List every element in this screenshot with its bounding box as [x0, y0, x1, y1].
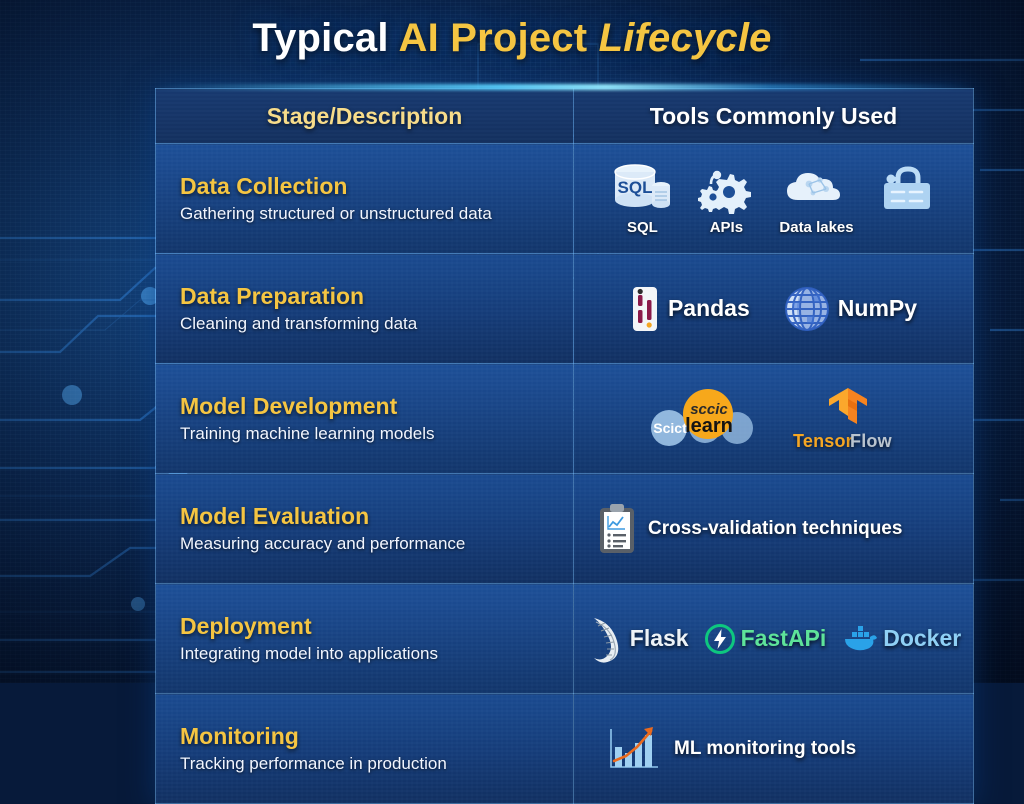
- table-row: Monitoring Tracking performance in produ…: [155, 693, 974, 804]
- clipboard-chart-icon: [600, 503, 634, 553]
- svg-text:learn: learn: [685, 415, 733, 437]
- tools-cell-data-collection: SQL SQL: [573, 143, 974, 254]
- stage-cell-deployment: Deployment Integrating model into applic…: [155, 583, 574, 694]
- tool-label-pandas: Pandas: [667, 295, 750, 321]
- tensorflow-logo-icon: [828, 387, 867, 424]
- tool-label-cross-validation: Cross-validation techniques: [648, 517, 903, 539]
- tool-padlock: [878, 163, 936, 215]
- svg-text:Flow: Flow: [850, 431, 893, 451]
- stage-title: Deployment: [180, 613, 312, 640]
- sql-database-icon: SQL: [614, 163, 671, 208]
- table-row: Model Evaluation Measuring accuracy and …: [155, 473, 974, 584]
- stage-description: Gathering structured or unstructured dat…: [180, 203, 492, 223]
- stage-description: Training machine learning models: [180, 423, 435, 443]
- tool-scikit-learn: Scict sccic learn: [645, 384, 763, 454]
- table-header-row: Stage/Description Tools Commonly Used: [155, 88, 974, 144]
- tool-tensorflow: Tensor Flow: [793, 386, 903, 452]
- tool-label-sql: SQL: [626, 218, 658, 236]
- page-title: Typical AI Project Lifecycle: [0, 16, 1024, 61]
- scikit-learn-logo-icon: Scict sccic learn: [650, 388, 753, 446]
- pandas-logo-icon: [632, 286, 657, 331]
- tool-label-apis: APIs: [709, 218, 744, 236]
- table-row: Deployment Integrating model into applic…: [155, 583, 974, 694]
- stage-title: Monitoring: [180, 723, 299, 750]
- tool-numpy: NumPy: [784, 286, 917, 332]
- svg-text:Scict: Scict: [653, 420, 687, 436]
- tool-label-docker: Docker: [883, 625, 962, 651]
- tensorflow-wordmark-icon: Tensor Flow: [793, 431, 893, 451]
- stage-cell-monitoring: Monitoring Tracking performance in produ…: [155, 693, 574, 804]
- tool-fastapi: FastAPi: [704, 623, 827, 654]
- stage-title: Data Collection: [180, 173, 348, 200]
- stage-cell-model-development: Model Development Training machine learn…: [155, 363, 574, 474]
- tool-pandas: Pandas: [630, 286, 750, 332]
- tool-docker: Docker: [842, 624, 961, 654]
- tool-label-numpy: NumPy: [837, 295, 918, 321]
- flask-logo-icon: [593, 617, 619, 663]
- tool-label-data-lakes: Data lakes: [779, 218, 854, 236]
- table-top-glow: [153, 84, 975, 90]
- stage-description: Integrating model into applications: [180, 643, 438, 663]
- lifecycle-table-wrapper: Stage/Description Tools Commonly Used Da…: [153, 84, 975, 804]
- tools-cell-deployment: Flask FastAPi: [573, 583, 974, 694]
- table-row: Data Preparation Cleaning and transformi…: [155, 253, 974, 364]
- stage-description: Measuring accuracy and performance: [180, 533, 466, 553]
- bar-chart-trend-icon: [610, 726, 658, 768]
- svg-text:SQL: SQL: [618, 178, 653, 197]
- header-tools-commonly-used: Tools Commonly Used: [573, 88, 974, 144]
- fastapi-logo-icon: [704, 623, 735, 654]
- tool-apis: APIs: [697, 162, 755, 236]
- stage-cell-data-preparation: Data Preparation Cleaning and transformi…: [155, 253, 574, 364]
- stage-cell-data-collection: Data Collection Gathering structured or …: [155, 143, 574, 254]
- padlock-icon: [883, 165, 930, 209]
- tools-cell-data-preparation: Pandas: [573, 253, 974, 364]
- stage-description: Cleaning and transforming data: [180, 313, 418, 333]
- tool-data-lakes: Data lakes: [779, 162, 854, 236]
- data-lake-cloud-icon: [786, 172, 840, 200]
- tools-cell-model-development: Scict sccic learn: [573, 363, 974, 474]
- svg-text:sccic: sccic: [690, 401, 728, 418]
- tool-sql: SQL SQL: [611, 162, 673, 236]
- stage-description: Tracking performance in production: [180, 753, 447, 773]
- stage-title: Model Evaluation: [180, 503, 370, 530]
- tools-cell-monitoring: ML monitoring tools: [573, 693, 974, 804]
- docker-whale-icon: [845, 625, 878, 650]
- gears-icon: [698, 170, 752, 214]
- tool-label-fastapi: FastAPi: [740, 625, 827, 651]
- table-row: Data Collection Gathering structured or …: [155, 143, 974, 254]
- header-stage-description: Stage/Description: [155, 88, 574, 144]
- title-part-ai-project: AI Project: [398, 16, 599, 60]
- title-part-typical: Typical: [252, 16, 399, 60]
- title-part-lifecycle: Lifecycle: [598, 16, 772, 60]
- svg-text:Tensor: Tensor: [793, 431, 853, 451]
- numpy-logo-icon: [784, 286, 829, 331]
- stage-cell-model-evaluation: Model Evaluation Measuring accuracy and …: [155, 473, 574, 584]
- stage-title: Data Preparation: [180, 283, 365, 310]
- tool-label-ml-monitoring: ML monitoring tools: [674, 737, 857, 759]
- lifecycle-table: Stage/Description Tools Commonly Used Da…: [155, 88, 974, 804]
- tool-label-tensorflow: Tensor Flow: [793, 430, 903, 452]
- stage-title: Model Development: [180, 393, 398, 420]
- tools-cell-model-evaluation: Cross-validation techniques: [573, 473, 974, 584]
- tool-flask: Flask: [586, 614, 689, 664]
- table-row: Model Development Training machine learn…: [155, 363, 974, 474]
- tool-label-flask: Flask: [629, 625, 689, 651]
